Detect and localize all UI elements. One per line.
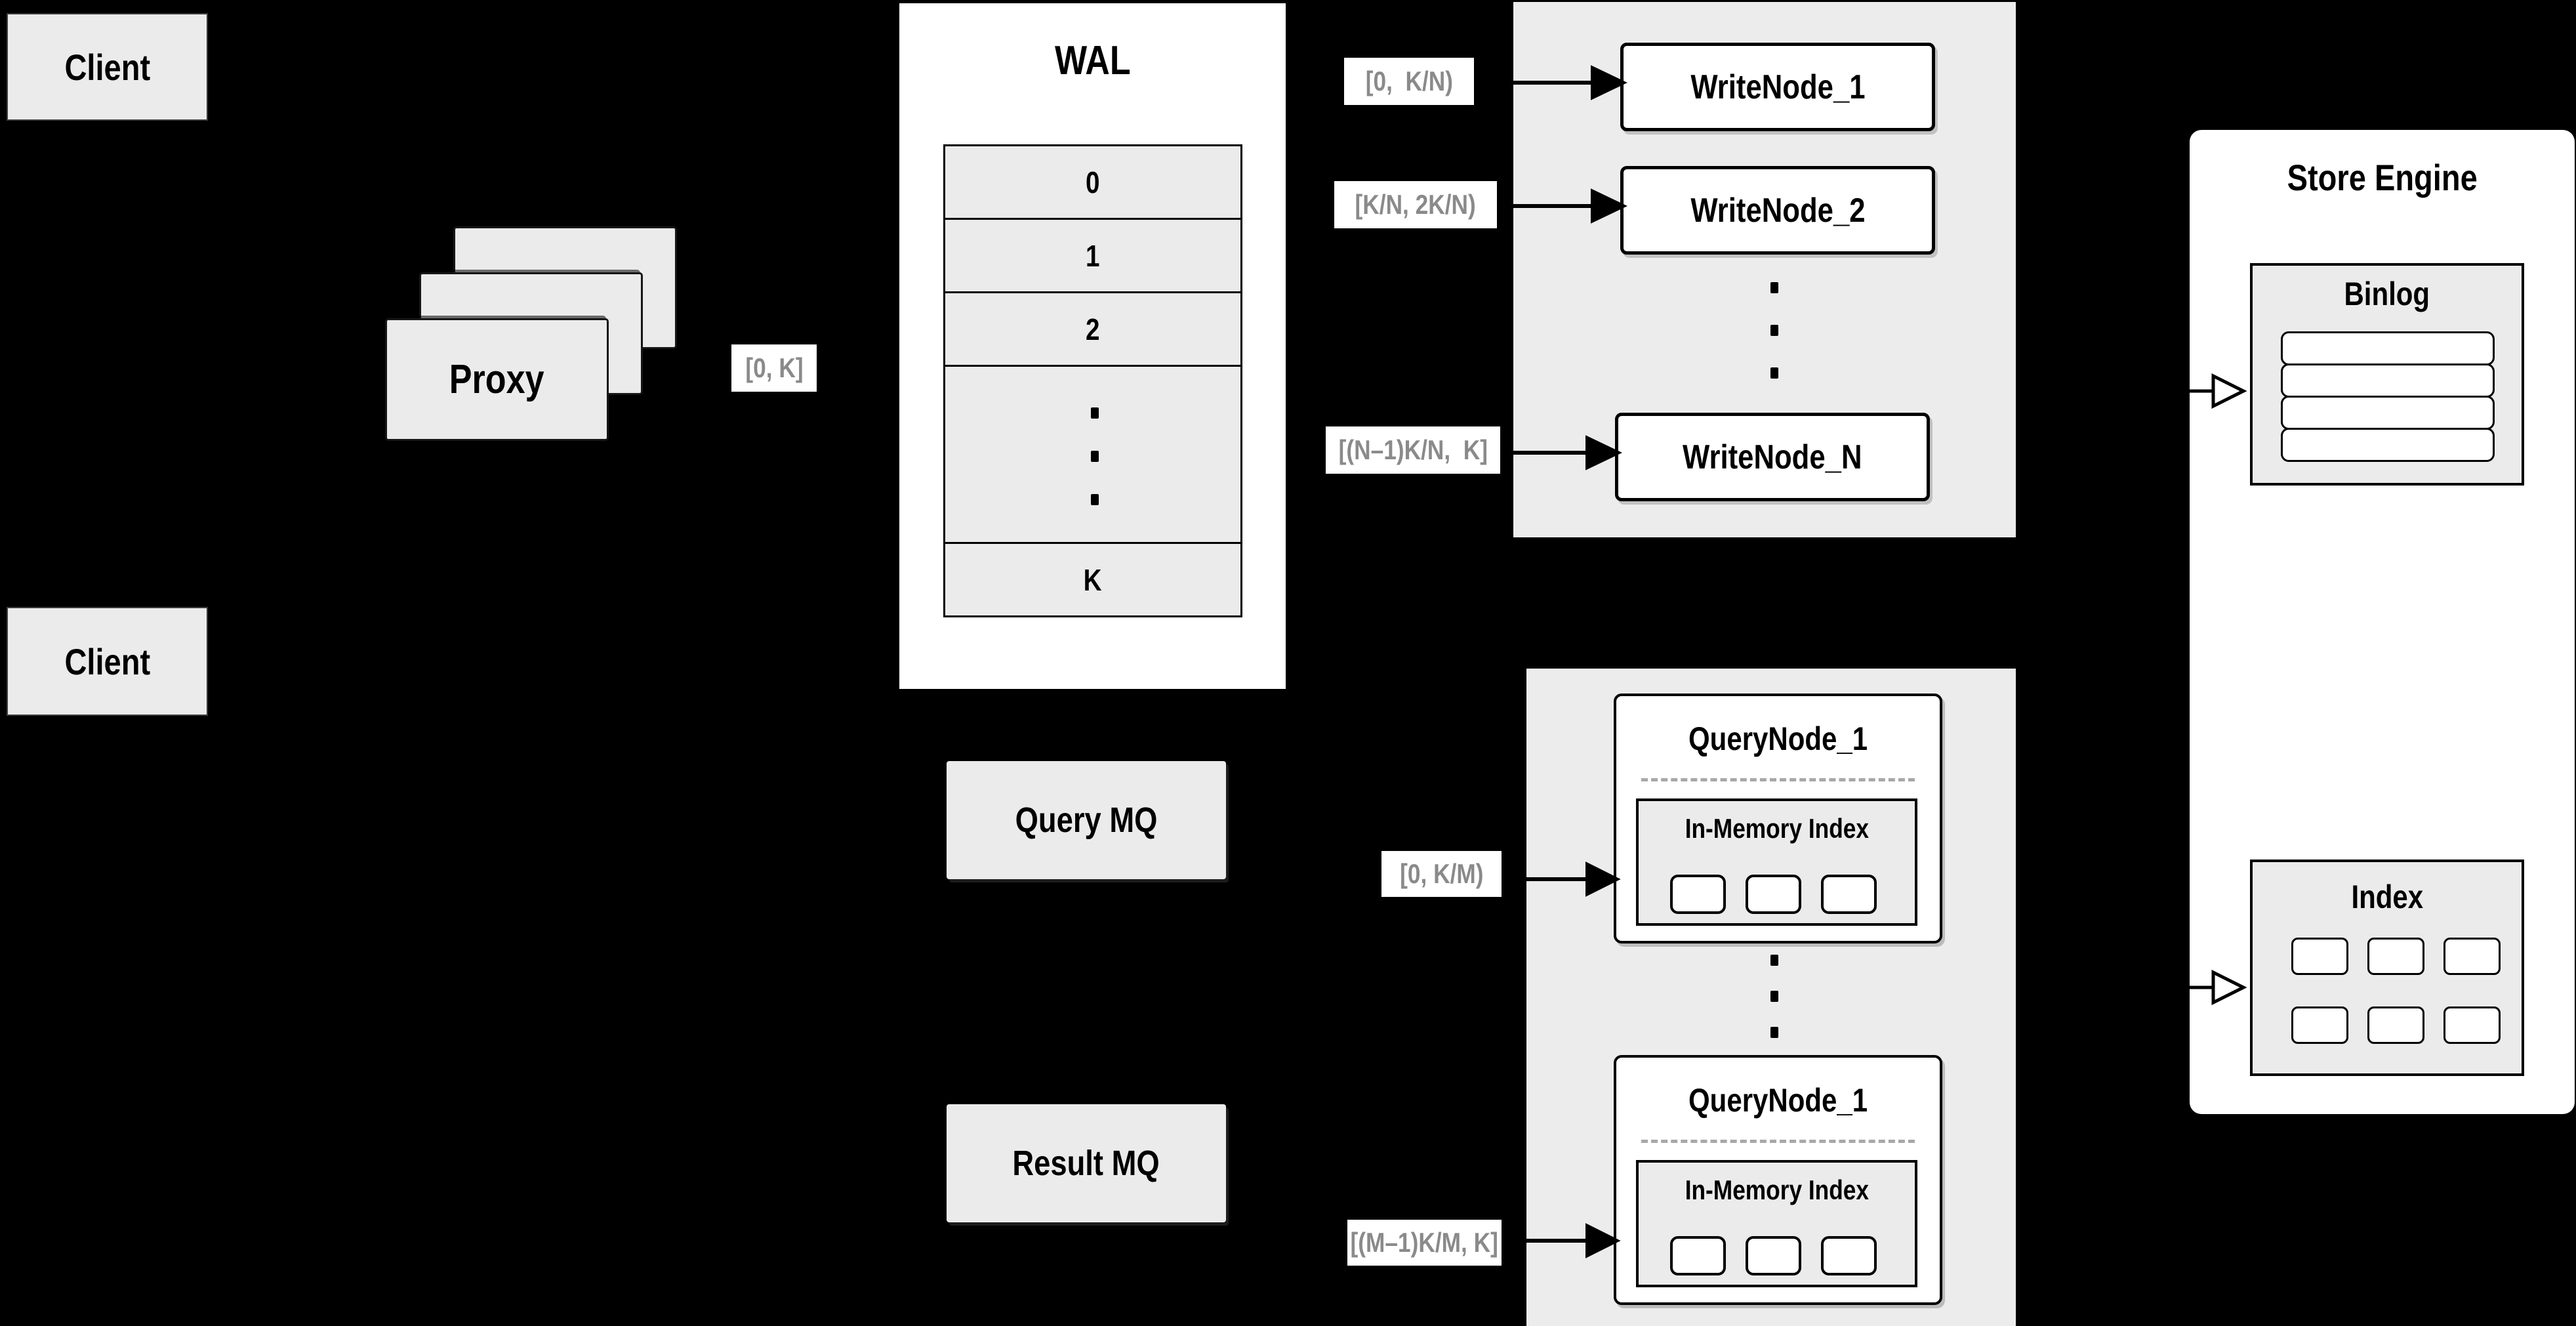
vertical-ellipsis-dot [1091, 451, 1099, 462]
index-cell [1746, 875, 1801, 914]
proxy-box: Proxy [385, 318, 609, 441]
query-mq-box: Query MQ [947, 761, 1226, 879]
wal-panel: WAL 0 1 2 K [899, 3, 1286, 689]
wal-row-k: K [943, 542, 1242, 617]
binlog-row [2281, 331, 2495, 365]
index-cell [1670, 875, 1726, 914]
in-memory-index-title: In-Memory Index [1685, 1174, 1869, 1205]
range-label-query-node-bottom: [(M–1)K/M, K] [1347, 1220, 1502, 1266]
range-label-write-node-2: [K/N, 2K/N) [1334, 181, 1497, 228]
write-node-1: WriteNode_1 [1620, 43, 1935, 131]
binlog-row [2281, 428, 2495, 462]
vertical-ellipsis-dot [1770, 991, 1778, 1002]
index-cell [2291, 1006, 2348, 1044]
index-cell [1746, 1236, 1801, 1275]
wal-title: WAL [1054, 38, 1131, 83]
index-cell [1821, 875, 1877, 914]
write-node-2: WriteNode_2 [1620, 166, 1935, 255]
query-node-bottom: QueryNode_1 In-Memory Index [1614, 1055, 1942, 1305]
vertical-ellipsis-dot [1770, 282, 1778, 293]
result-mq-box: Result MQ [947, 1104, 1226, 1222]
store-engine-panel: Store Engine Binlog Index [2190, 130, 2575, 1114]
vertical-ellipsis-dot [1770, 367, 1778, 379]
binlog-row [2281, 363, 2495, 398]
binlog-box: Binlog [2250, 263, 2524, 486]
index-cell [2367, 1006, 2424, 1044]
query-node-top: QueryNode_1 In-Memory Index [1614, 694, 1942, 943]
store-engine-title: Store Engine [2287, 157, 2478, 198]
index-cells [2291, 938, 2501, 1044]
index-cell [2367, 938, 2424, 975]
client-box-bottom: Client [7, 607, 208, 716]
binlog-title: Binlog [2344, 276, 2430, 312]
wal-segment-table: 0 1 2 K [943, 144, 1242, 617]
in-memory-index-box: In-Memory Index [1636, 1160, 1917, 1287]
query-node-top-title: QueryNode_1 [1688, 720, 1868, 757]
wal-row-ellipsis [943, 365, 1242, 544]
query-node-bottom-title: QueryNode_1 [1688, 1082, 1868, 1119]
vertical-ellipsis-dot [1091, 494, 1099, 505]
in-memory-index-box: In-Memory Index [1636, 798, 1917, 926]
wal-row-1: 1 [943, 218, 1242, 293]
index-title: Index [2351, 879, 2423, 915]
vertical-ellipsis-dot [1770, 1027, 1778, 1038]
in-memory-index-cells [1670, 875, 1877, 914]
vertical-ellipsis-dot [1770, 955, 1778, 966]
index-cell [2443, 1006, 2501, 1044]
in-memory-index-cells [1670, 1236, 1877, 1275]
wal-row-0: 0 [943, 144, 1242, 220]
write-node-n: WriteNode_N [1615, 413, 1930, 501]
in-memory-index-title: In-Memory Index [1685, 813, 1869, 844]
vertical-ellipsis-dot [1091, 407, 1099, 419]
proxy-label: Proxy [449, 357, 544, 402]
index-cell [1821, 1236, 1877, 1275]
binlog-rows [2281, 331, 2495, 462]
range-label-proxy-wal: [0, K] [731, 344, 817, 392]
client-top-label: Client [64, 46, 150, 88]
client-bottom-label: Client [64, 640, 150, 682]
dashed-divider [1641, 1140, 1915, 1143]
range-label-write-node-1: [0, K/N) [1344, 58, 1474, 105]
wal-row-2: 2 [943, 291, 1242, 367]
dashed-divider [1641, 778, 1915, 781]
index-box: Index [2250, 860, 2524, 1076]
index-cell [2443, 938, 2501, 975]
client-box-top: Client [7, 13, 208, 121]
range-label-write-node-n: [(N–1)K/N, K] [1326, 426, 1500, 474]
vertical-ellipsis-dot [1770, 325, 1778, 336]
binlog-row [2281, 396, 2495, 430]
index-cell [2291, 938, 2348, 975]
range-label-query-node-top: [0, K/M) [1381, 851, 1502, 897]
index-cell [1670, 1236, 1726, 1275]
